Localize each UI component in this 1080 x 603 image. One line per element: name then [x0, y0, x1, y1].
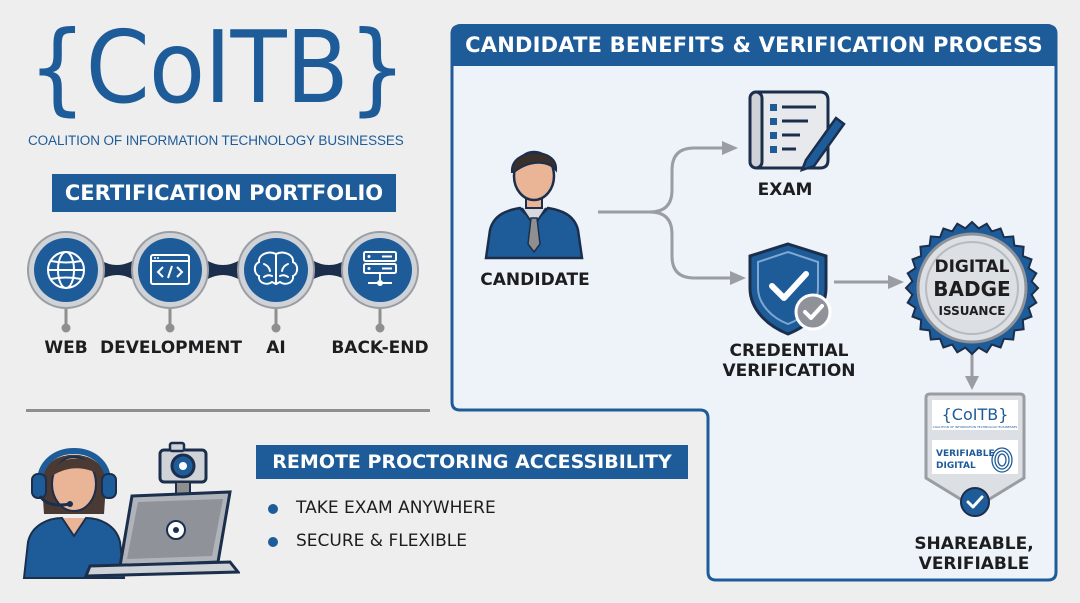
- bullet-dot: [268, 504, 278, 514]
- card-line-2: DIGITAL: [936, 461, 976, 471]
- digital-badge-seal: DIGITAL BADGE ISSUANCE: [904, 220, 1040, 356]
- verification-label-line-2: VERIFICATION: [722, 361, 856, 381]
- portfolio-label-back-end: BACK-END: [331, 338, 429, 358]
- final-label-line-2: VERIFIABLE: [918, 554, 1030, 574]
- bullet-dot: [268, 537, 278, 547]
- badge-line-1: DIGITAL: [935, 257, 1010, 277]
- brain-icon: [237, 231, 315, 309]
- bullet-secure: SECURE & FLEXIBLE: [296, 531, 467, 551]
- badge-line-2: BADGE: [933, 277, 1010, 301]
- brand-logo: {CoITB}: [28, 9, 407, 126]
- verifiable-badge-card: {CoITB} COALITION OF INFORMATION TECHNOL…: [924, 392, 1026, 517]
- server-icon: [341, 231, 419, 309]
- exam-label: EXAM: [757, 180, 813, 200]
- arrow-head: [730, 271, 746, 285]
- webcam-icon: [158, 441, 208, 495]
- card-brand: {CoITB}: [942, 405, 1009, 424]
- section-divider: [26, 409, 430, 412]
- globe-icon: [27, 231, 105, 309]
- portfolio-label-development: DEVELOPMENT: [100, 338, 242, 358]
- verification-label-line-1: CREDENTIAL: [729, 341, 849, 361]
- candidate-icon: [484, 150, 584, 260]
- remote-title: REMOTE PROCTORING ACCESSIBILITY: [256, 445, 688, 479]
- portfolio-title: CERTIFICATION PORTFOLIO: [52, 174, 396, 212]
- remote-proctor-illustration: [22, 441, 240, 579]
- candidate-label: CANDIDATE: [480, 270, 590, 290]
- connector: [206, 260, 240, 280]
- connector: [100, 260, 134, 280]
- exam-scroll-icon: [748, 90, 846, 173]
- process-title: CANDIDATE BENEFITS & VERIFICATION PROCES…: [452, 24, 1056, 66]
- badge-line-3: ISSUANCE: [939, 304, 1006, 318]
- final-label-line-1: SHAREABLE,: [914, 534, 1034, 554]
- brand-subtitle: COALITION OF INFORMATION TECHNOLOGY BUSI…: [28, 133, 404, 148]
- code-window-icon: [131, 231, 209, 309]
- connector: [312, 260, 346, 280]
- bullet-take-exam: TAKE EXAM ANYWHERE: [296, 498, 496, 518]
- fingerprint-icon: [991, 447, 1013, 473]
- arrow-head: [888, 275, 904, 289]
- portfolio-label-ai: AI: [266, 338, 286, 358]
- portfolio-icons: [27, 231, 419, 333]
- card-subtitle: COALITION OF INFORMATION TECHNOLOGY BUSI…: [933, 425, 1018, 429]
- proctor-person-icon: [22, 448, 126, 579]
- laptop-icon: [83, 490, 240, 578]
- card-line-1: VERIFIABLE: [936, 449, 995, 459]
- portfolio-label-web: WEB: [44, 338, 88, 358]
- arrow-head: [965, 376, 979, 390]
- arrow-head: [722, 141, 738, 155]
- shield-check-icon: [748, 242, 832, 336]
